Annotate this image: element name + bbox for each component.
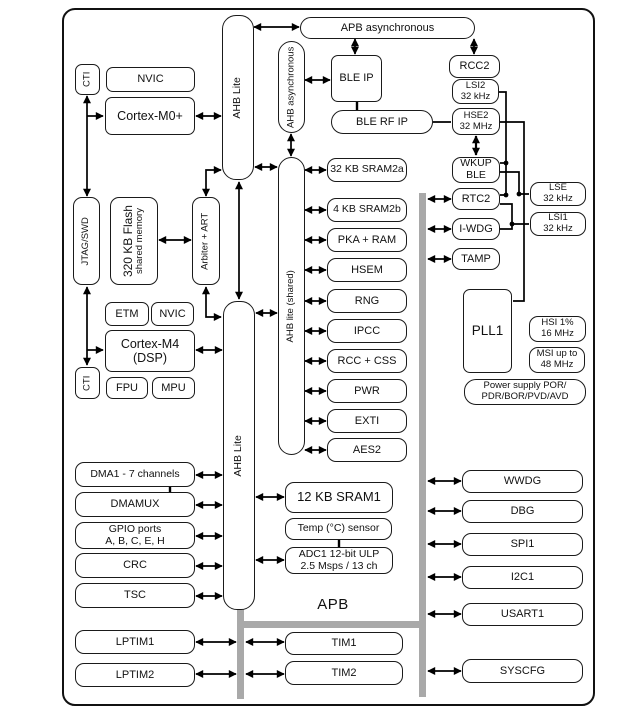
block-sram2a: 32 KB SRAM2a	[327, 158, 407, 182]
block-syscfg: SYSCFG	[462, 659, 583, 683]
block-wkup-ble: WKUP BLE	[452, 157, 500, 183]
bus-ahb-lite-bottom: AHB Lite	[223, 301, 255, 610]
block-cortex-m0: Cortex-M0+	[105, 97, 195, 135]
block-tsc: TSC	[75, 583, 195, 608]
bus-apb-asynchronous: APB asynchronous	[300, 17, 475, 39]
block-lptim1: LPTIM1	[75, 630, 195, 654]
block-dmamux: DMAMUX	[75, 492, 195, 517]
block-sram1: 12 KB SRAM1	[285, 482, 393, 513]
block-adc1: ADC1 12-bit ULP 2.5 Msps / 13 ch	[285, 547, 393, 574]
block-ble-ip: BLE IP	[331, 55, 382, 102]
block-usart1: USART1	[462, 603, 583, 626]
block-pll1: PLL1	[463, 289, 512, 373]
block-jtag-swd: JTAG/SWD	[73, 197, 100, 285]
block-arbiter-art: Arbiter + ART	[192, 197, 220, 285]
block-gpio: GPIO ports A, B, C, E, H	[75, 522, 195, 549]
block-lsi1: LSI1 32 kHz	[530, 212, 586, 236]
block-temp-sensor: Temp (°C) sensor	[285, 518, 392, 540]
flash-subtitle: shared memory	[134, 208, 146, 275]
block-sram2b: 4 KB SRAM2b	[327, 198, 407, 222]
flash-title: 320 KB Flash	[120, 204, 135, 278]
block-dma1: DMA1 - 7 channels	[75, 462, 195, 487]
block-nvic-m0: NVIC	[106, 67, 195, 92]
block-aes2: AES2	[327, 438, 407, 462]
double-arrows	[83, 23, 480, 678]
block-crc: CRC	[75, 553, 195, 578]
block-pka-ram: PKA + RAM	[327, 228, 407, 252]
block-rcc2: RCC2	[449, 55, 500, 78]
apb-bus-horizontal	[237, 621, 421, 628]
block-lse: LSE 32 kHz	[530, 182, 586, 206]
block-exti: EXTI	[327, 409, 407, 433]
block-spi1: SPI1	[462, 533, 583, 556]
block-ipcc: IPCC	[327, 319, 407, 343]
block-iwdg: I-WDG	[452, 218, 500, 240]
block-wwdg: WWDG	[462, 470, 583, 493]
bus-ahb-asynchronous: AHB asynchronous	[278, 41, 305, 133]
block-cti-top: CTI	[75, 64, 100, 95]
block-cti-bottom: CTI	[75, 367, 100, 399]
block-rng: RNG	[327, 289, 407, 313]
block-rcc-css: RCC + CSS	[327, 349, 407, 373]
block-lsi2: LSI2 32 kHz	[452, 79, 499, 104]
block-tamp: TAMP	[452, 248, 500, 270]
block-fpu: FPU	[106, 377, 148, 399]
block-mpu: MPU	[152, 377, 195, 399]
block-hsi: HSI 1% 16 MHz	[529, 316, 586, 342]
junction-dots	[503, 160, 522, 227]
block-cortex-m4: Cortex-M4 (DSP)	[105, 330, 195, 372]
block-i2c1: I2C1	[462, 566, 583, 589]
apb-bus-left-vertical	[237, 608, 244, 699]
bus-ahb-lite-top: AHB Lite	[222, 15, 254, 180]
block-power-supply: Power supply POR/ PDR/BOR/PVD/AVD	[464, 379, 586, 405]
block-etm: ETM	[105, 302, 149, 326]
block-hse2: HSE2 32 MHz	[452, 108, 500, 135]
block-tim1: TIM1	[285, 632, 403, 655]
block-tim2: TIM2	[285, 661, 403, 685]
block-dbg: DBG	[462, 500, 583, 523]
block-ble-rf-ip: BLE RF IP	[331, 110, 433, 134]
block-pwr: PWR	[327, 379, 407, 403]
plain-links	[168, 91, 529, 547]
apb-bus-right-vertical	[419, 193, 426, 697]
bus-ahb-lite-shared: AHB lite (shared)	[278, 157, 305, 455]
block-rtc2: RTC2	[452, 188, 500, 210]
block-nvic-m4: NVIC	[151, 302, 194, 326]
block-lptim2: LPTIM2	[75, 663, 195, 687]
block-msi: MSI up to 48 MHz	[529, 347, 585, 373]
block-hsem: HSEM	[327, 258, 407, 282]
apb-bus-label: APB	[317, 596, 349, 613]
